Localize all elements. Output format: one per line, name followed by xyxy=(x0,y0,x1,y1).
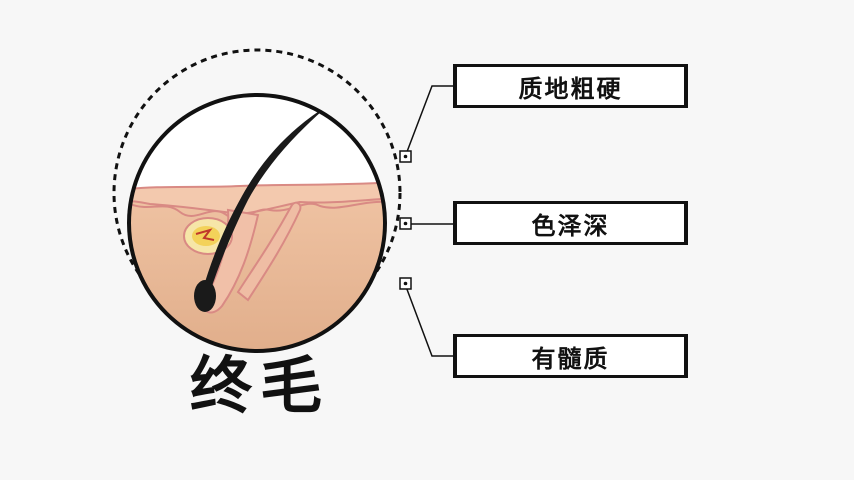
label-text: 有髓质 xyxy=(531,344,610,373)
connector-line-3 xyxy=(404,283,453,357)
connector-dots xyxy=(399,150,412,290)
label-text: 色泽深 xyxy=(531,211,610,240)
label-text: 质地粗硬 xyxy=(518,74,623,103)
label-texture-coarse: 质地粗硬 xyxy=(453,64,688,108)
diagram-title: 终毛 xyxy=(189,349,330,422)
square-dot-icon xyxy=(399,217,412,230)
square-dot-icon xyxy=(399,150,412,163)
skin-cross-section xyxy=(127,93,387,353)
arrector-muscle xyxy=(236,201,302,302)
connector-line-1 xyxy=(404,85,453,158)
hair-shaft xyxy=(202,104,330,292)
label-color-dark: 色泽深 xyxy=(453,201,688,245)
connector-lines xyxy=(404,85,453,357)
hair-bulb xyxy=(194,280,216,312)
label-medulla: 有髓质 xyxy=(453,334,688,378)
epidermis-band xyxy=(129,180,385,216)
square-dot-icon xyxy=(399,277,412,290)
